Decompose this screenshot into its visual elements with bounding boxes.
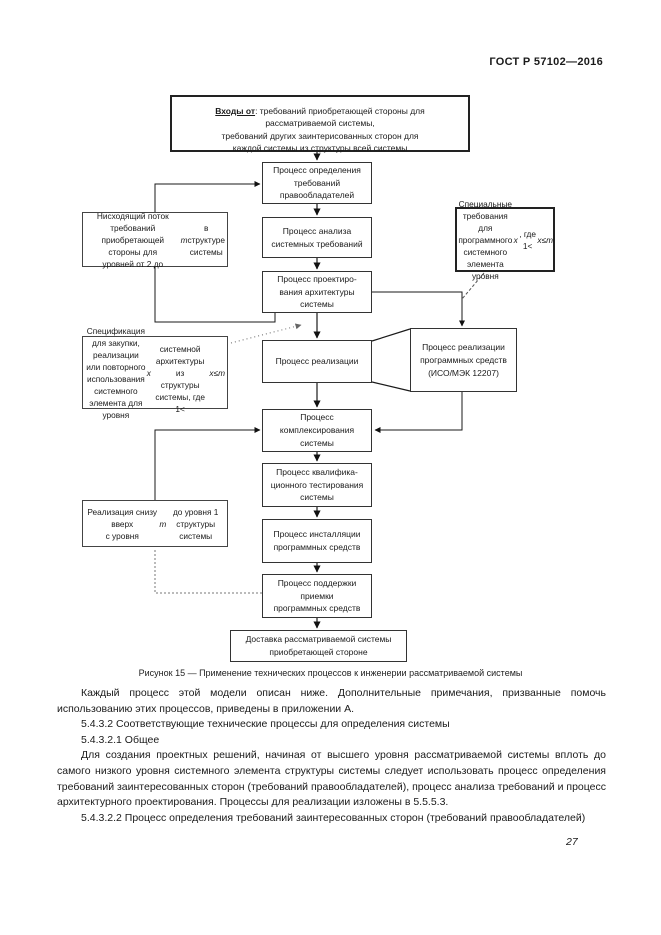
note-downward-flow: Нисходящий поток требований приобретающе… (82, 211, 228, 269)
process-system-integration: Процесс комплексирования системы (262, 409, 372, 452)
page-number: 27 (566, 836, 578, 848)
section-heading: 5.4.3.2 Соответствующие технические проц… (81, 718, 450, 731)
inputs-box-text: : требований приобретающей стороны для р… (221, 105, 425, 154)
section-heading: 5.4.3.2.1 Общее (81, 733, 160, 746)
document-title: ГОСТ Р 57102—2016 (489, 56, 603, 68)
process-architecture-design: Процесс проектиро- вания архитектуры сис… (262, 271, 372, 313)
process-qualification-testing: Процесс квалифика- ционного тестирования… (262, 463, 372, 507)
process-software-installation: Процесс инсталляции программных средств (262, 519, 372, 563)
inputs-box: Входы от: требований приобретающей сторо… (170, 95, 470, 154)
process-acceptance-support: Процесс поддержки приемки программных ср… (262, 574, 372, 618)
paragraph: Для создания проектных решений, начиная … (57, 749, 606, 809)
paragraph: Каждый процесс этой модели описан ниже. … (57, 687, 606, 715)
note-special-requirements: Специальные требования для программного … (455, 199, 555, 281)
delivery-box: Доставка рассматриваемой системы приобре… (230, 630, 407, 662)
inputs-box-lead: Входы от (215, 105, 256, 116)
note-bottom-up: Реализация снизу вверх с уровня m до уро… (82, 500, 228, 547)
note-specification: Спецификация для закупки, реализации или… (82, 326, 228, 420)
process-software-realisation: Процесс реализации программных средств (… (410, 328, 517, 392)
process-system-requirements-analysis: Процесс анализа системных требований (262, 217, 372, 258)
process-implementation: Процесс реализации (262, 340, 372, 383)
process-stakeholder-requirements: Процесс определения требований правообла… (262, 162, 372, 204)
section-heading: 5.4.3.2.2 Процесс определения требований… (81, 811, 586, 824)
body-text: Каждый процесс этой модели описан ниже. … (57, 686, 606, 826)
figure-caption: Рисунок 15 — Применение технических проц… (138, 668, 523, 678)
